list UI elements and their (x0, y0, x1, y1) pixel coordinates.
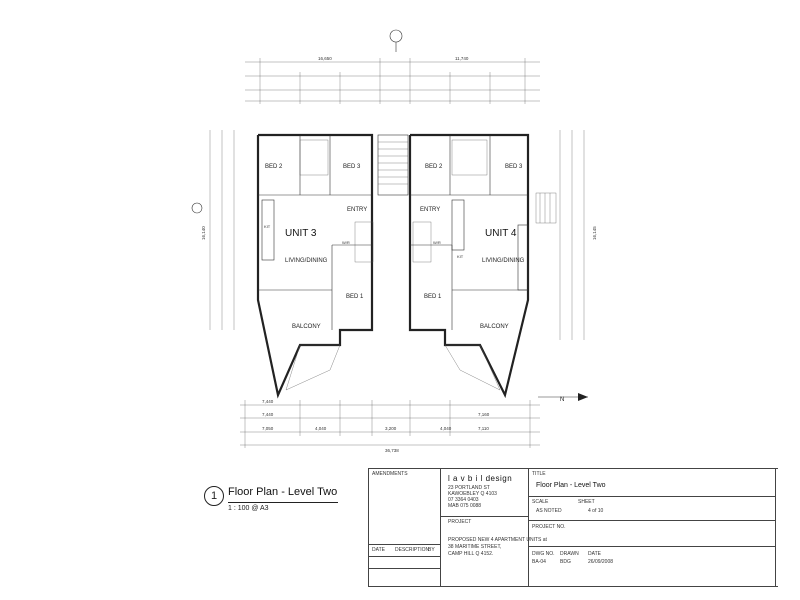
dwg-no-label: DWG NO. (532, 551, 555, 557)
unit-3-balcony: BALCONY (292, 324, 321, 330)
firm-line-4: MAB 075 0088 (448, 503, 482, 509)
unit-4-kit: KIT (457, 254, 464, 259)
issue-desc-label: DESCRIPTION (395, 547, 430, 553)
unit-3-wir: W/R (342, 240, 350, 245)
section-marker-left (191, 202, 203, 214)
drawing-title: Floor Plan - Level Two (228, 486, 338, 498)
issue-date-label: DATE (372, 547, 385, 553)
entry-left: ENTRY (347, 207, 367, 213)
unit-4-balcony: BALCONY (480, 324, 509, 330)
bottom-dimensions: 7,440 7,440 7,050 4,040 3,200 4,040 7,16… (240, 399, 540, 453)
top-dimensions: 16,650 11,740 (245, 56, 540, 104)
firm-line-2: KAWOEBLEY Q 4103 (448, 491, 497, 497)
firm-line-1: 23 PORTLAND ST (448, 485, 490, 491)
dwg-no-value: BA-04 (532, 559, 546, 565)
right-dimensions: 16,145 (559, 130, 597, 340)
dim-bottom-1: 7,440 (262, 399, 274, 404)
north-label: N (560, 397, 564, 403)
project-label: PROJECT (448, 519, 472, 525)
dim-bottom-6: 4,040 (440, 426, 452, 431)
unit-4-bed2: BED 2 (425, 164, 443, 170)
dim-bottom-3: 7,050 (262, 426, 274, 431)
entry-right: ENTRY (420, 207, 440, 213)
left-dimensions: 16,140 (191, 130, 235, 330)
title-value: Floor Plan - Level Two (536, 482, 606, 489)
drawing-number: 1 (204, 486, 224, 506)
section-marker-top (389, 29, 403, 52)
drawn-label: DRAWN (560, 551, 579, 557)
unit-4-living: LIVING/DINING (482, 258, 525, 264)
unit-4-walls (408, 133, 557, 399)
dim-top-right: 11,740 (455, 56, 469, 61)
unit-3-bed3: BED 3 (343, 164, 361, 170)
date-label: DATE (588, 551, 601, 557)
date-value: 26/09/2008 (588, 559, 614, 565)
dim-left-total: 16,140 (201, 226, 206, 240)
scale-label: SCALE (532, 499, 549, 505)
unit-4-bed3: BED 3 (505, 164, 523, 170)
unit-3-bed1: BED 1 (346, 294, 364, 300)
dim-bottom-8: 7,110 (478, 426, 489, 431)
dim-right-total: 16,145 (592, 226, 597, 240)
project-line-2: 38 MARITIME STREET, (448, 544, 502, 550)
amendments-label: AMENDMENTS (372, 471, 408, 477)
dim-top-left: 16,650 (318, 56, 332, 61)
project-line-3: CAMP HILL Q 4152. (448, 551, 494, 557)
sheet-value: 4 of 10 (588, 508, 604, 514)
drawing-title-rule (228, 502, 338, 504)
scale-value: AS NOTED (536, 508, 562, 514)
issue-by-label: BY (428, 547, 435, 553)
dim-bottom-5: 3,200 (385, 426, 397, 431)
dim-bottom-7: 7,160 (478, 412, 490, 417)
unit-4-label: UNIT 4 (485, 228, 517, 239)
drawn-value: BDG (560, 559, 571, 565)
unit-4-bed1: BED 1 (424, 294, 442, 300)
sheet-label: SHEET (578, 499, 595, 505)
unit-3-living: LIVING/DINING (285, 258, 328, 264)
unit-3-walls (256, 133, 374, 399)
dim-bottom-2: 7,440 (262, 412, 274, 417)
title-block: AMENDMENTS DATE DESCRIPTION BY l a v b i… (200, 468, 780, 588)
dim-bottom-total: 36,738 (385, 448, 399, 453)
title-label: TITLE (532, 471, 546, 477)
north-arrow: N (538, 393, 588, 403)
unit-4-wir: W/R (433, 240, 441, 245)
project-line-1: PROPOSED NEW 4 APARTMENT UNITS at (448, 537, 547, 543)
unit-3-bed2: BED 2 (265, 164, 283, 170)
unit-3-kit: KIT (264, 224, 271, 229)
drawing-scale: 1 : 100 @ A3 (228, 505, 269, 512)
firm-line-3: 07 3364 0403 (448, 497, 479, 503)
firm-name: l a v b i l design (448, 474, 513, 483)
room-labels: UNIT 3 LIVING/DINING BED 2 BED 3 BED 1 B… (264, 164, 525, 330)
dim-bottom-4: 4,040 (315, 426, 327, 431)
unit-3-label: UNIT 3 (285, 228, 317, 239)
project-no-label: PROJECT NO. (532, 524, 566, 530)
central-stair (354, 134, 432, 263)
